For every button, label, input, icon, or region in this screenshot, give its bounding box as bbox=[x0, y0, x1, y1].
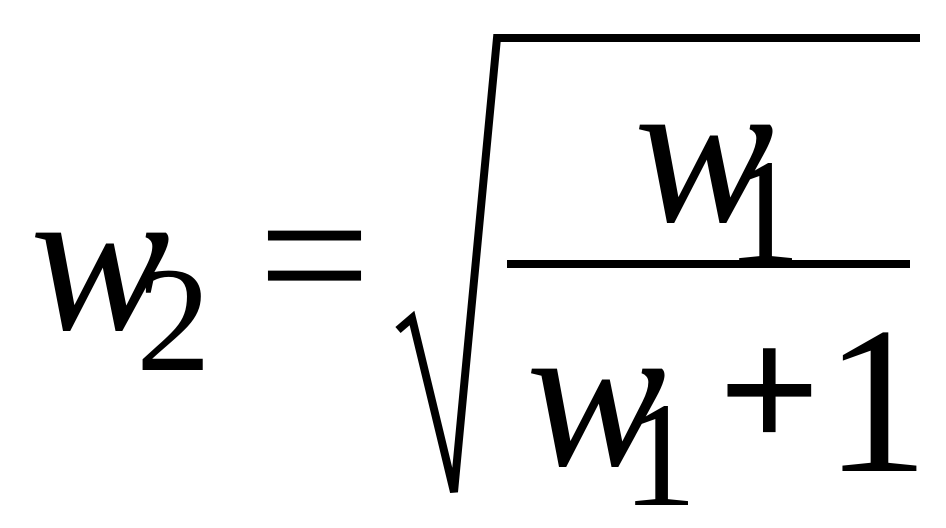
denominator-constant: 1 bbox=[824, 285, 929, 517]
denominator-subscript: 1 bbox=[622, 372, 697, 528]
equals-sign: = bbox=[258, 145, 371, 366]
numerator-subscript: 1 bbox=[726, 129, 801, 295]
lhs-variable: w bbox=[30, 143, 171, 375]
radical-stroke bbox=[395, 34, 920, 493]
numerator-variable: w bbox=[634, 35, 775, 267]
lhs-subscript: 2 bbox=[136, 237, 211, 403]
denominator-variable: w bbox=[526, 279, 667, 511]
plus-sign: + bbox=[718, 290, 821, 489]
